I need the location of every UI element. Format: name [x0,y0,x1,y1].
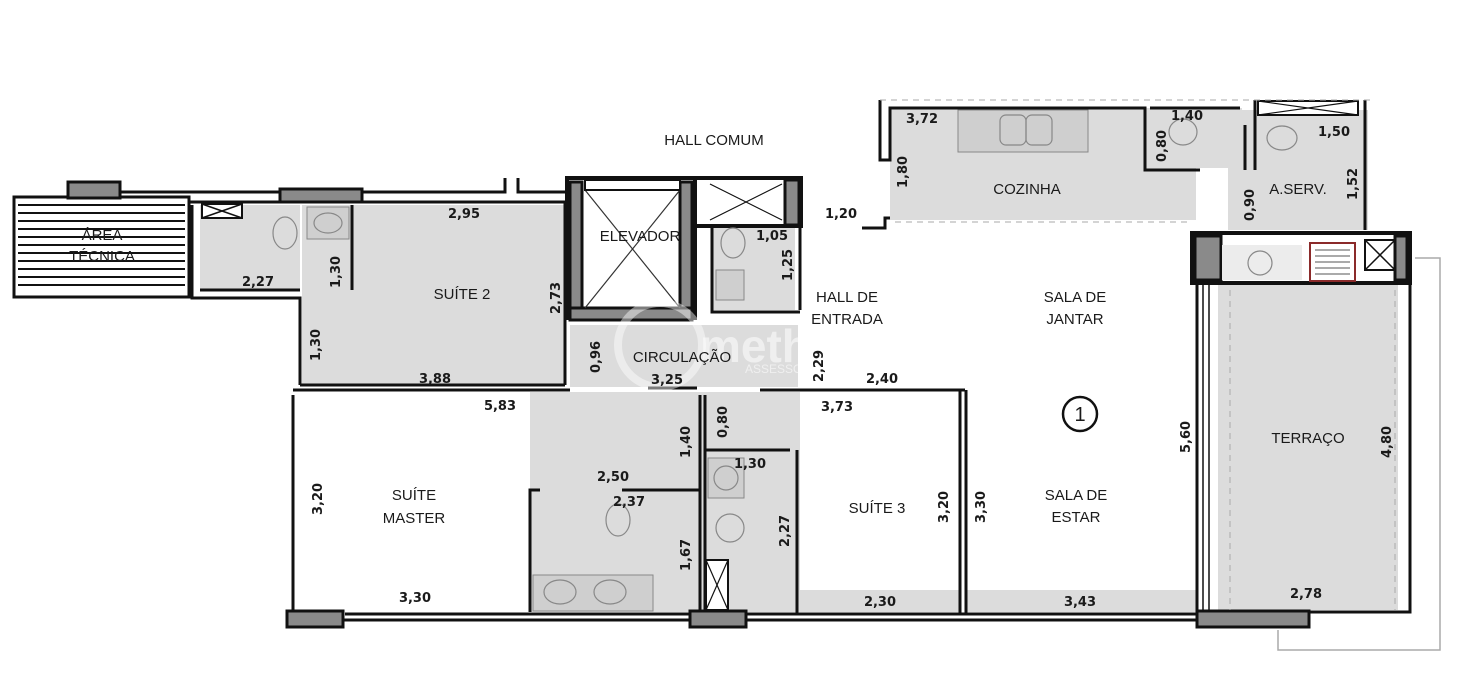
dim-master-top: 5,83 [484,399,516,414]
dim-aserv-passage: 0,90 [1243,189,1258,221]
dim-bath3-width: 1,30 [734,457,766,472]
dashed-guides [880,99,1396,610]
dim-living-length: 5,60 [1179,421,1194,453]
dim-bath-master-depth: 1,67 [679,539,694,571]
dim-aserv-width: 1,50 [1318,125,1350,140]
dim-terraco-width: 2,78 [1290,587,1322,602]
watermark-brand: metho [700,320,838,372]
dim-bath-master-width: 2,37 [613,495,645,510]
fixtures [272,109,1298,612]
room-sala-jantar-line1: SALA DE [1044,289,1107,306]
room-suite-master-line2: MASTER [383,510,446,527]
dim-suite2-width: 2,95 [448,207,480,222]
room-hall-entrada-line1: HALL DE [816,289,878,306]
room-labels: HALL COMUM ÁREA TÉCNICA SUÍTE 2 ELEVADOR… [69,132,1345,527]
dim-aserv-depth: 1,52 [1346,168,1361,200]
dim-hall-depth: 2,29 [812,350,827,382]
dimension-labels: 2,95 2,27 1,30 1,30 2,73 3,88 5,83 0,96 … [242,109,1395,610]
dim-suite3-depth: 3,20 [937,491,952,523]
dim-estar-depth: 3,30 [974,491,989,523]
room-hall-entrada-line2: ENTRADA [811,311,883,328]
dim-closet3-width: 0,80 [716,406,731,438]
watermark: metho ASSESSORIA IMO [614,299,848,391]
room-area-tecnica-line2: TÉCNICA [69,248,135,265]
dim-bath2-width: 2,27 [242,275,274,290]
dim-powder-width: 1,05 [756,229,788,244]
room-area-servico: A.SERV. [1269,181,1327,198]
room-hall-comum: HALL COMUM [664,132,763,149]
unit-marker-number: 1 [1074,404,1085,426]
dim-cozinha-depth: 1,80 [896,156,911,188]
dim-suite2-bottom: 3,88 [419,372,451,387]
dim-cozinha-width: 3,72 [906,112,938,127]
room-terraco: TERRAÇO [1271,430,1344,447]
room-sala-estar-line2: ESTAR [1052,509,1101,526]
dim-hall-door: 1,20 [825,207,857,222]
watermark-tagline: ASSESSORIA IMO [745,362,848,376]
dim-suite3-width: 2,30 [864,595,896,610]
dim-powder-depth: 1,25 [781,249,796,281]
dim-suite3-top-a: 2,40 [866,372,898,387]
dim-lavabo-depth: 0,80 [1155,130,1170,162]
dim-closet-master-width: 2,50 [597,470,629,485]
room-suite-master-line1: SUÍTE [392,487,436,504]
room-circulacao: CIRCULAÇÃO [633,349,731,366]
walls [120,100,1441,651]
room-sala-jantar-line2: JANTAR [1046,311,1103,328]
dim-master-width: 3,30 [399,591,431,606]
room-suite-2: SUÍTE 2 [434,286,491,303]
room-cozinha: COZINHA [993,181,1061,198]
area-tecnica [12,180,191,299]
dim-circulacao-width: 0,96 [589,341,604,373]
dim-lavabo-width: 1,40 [1171,109,1203,124]
unit-marker: 1 [1061,395,1099,433]
wet-area-floors [200,108,1398,612]
room-elevador: ELEVADOR [600,228,681,245]
dim-closet-master-depth: 1,40 [679,426,694,458]
dim-suite3-top-b: 3,73 [821,400,853,415]
dim-master-depth: 3,20 [311,483,326,515]
dim-suite2-depth: 2,73 [549,282,564,314]
dim-circulacao-length: 3,25 [651,373,683,388]
dim-bath2-depth: 1,30 [329,256,344,288]
dim-bath3-depth: 2,27 [778,515,793,547]
dim-estar-width: 3,43 [1064,595,1096,610]
room-area-tecnica-line1: ÁREA [82,227,123,244]
dim-terraco-length: 4,80 [1380,426,1395,458]
dim-suite2-window: 1,30 [309,329,324,361]
room-sala-estar-line1: SALA DE [1045,487,1108,504]
room-suite-3: SUÍTE 3 [849,500,906,517]
